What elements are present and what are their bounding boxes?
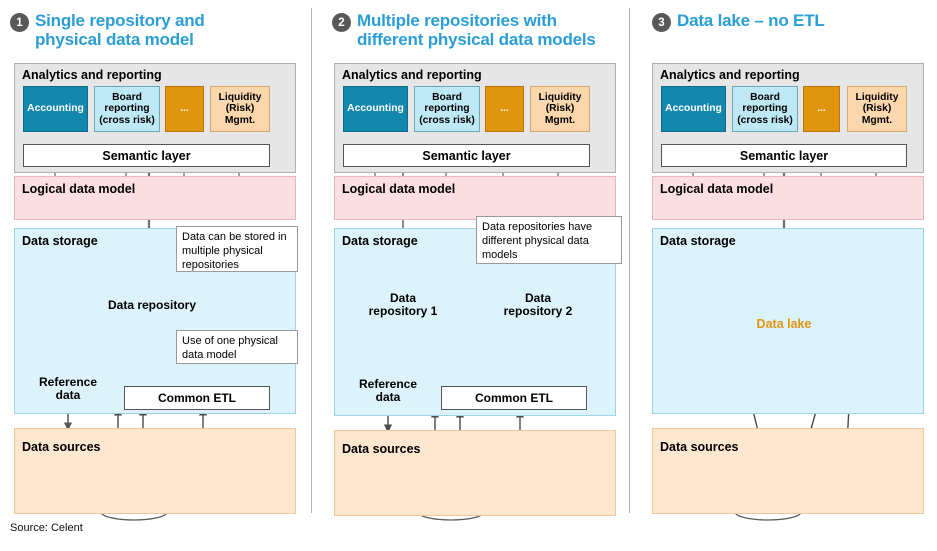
sources-title-3: Data sources bbox=[660, 440, 739, 454]
box-accounting-3[interactable]: Accounting bbox=[661, 86, 726, 132]
box-board-reporting-2[interactable]: Board reporting (cross risk) bbox=[414, 86, 480, 132]
panel-1-badge: 1 bbox=[10, 13, 29, 32]
storage-band-3 bbox=[652, 228, 924, 414]
storage-title-3: Data storage bbox=[660, 234, 736, 248]
common-etl-1[interactable]: Common ETL bbox=[124, 386, 270, 410]
box-accounting-2[interactable]: Accounting bbox=[343, 86, 408, 132]
analytics-title-2: Analytics and reporting bbox=[342, 68, 482, 82]
callout-different-physical-models: Data repositories have different physica… bbox=[476, 216, 622, 264]
logical-band-3 bbox=[652, 176, 924, 220]
logical-band-1 bbox=[14, 176, 296, 220]
storage-title-2: Data storage bbox=[342, 234, 418, 248]
box-other-1[interactable]: ... bbox=[165, 86, 204, 132]
logical-title-2: Logical data model bbox=[342, 182, 456, 196]
box-liquidity-risk-mgmt-3[interactable]: Liquidity (Risk) Mgmt. bbox=[847, 86, 907, 132]
panel-single-repository: 1 Single repository and physical data mo… bbox=[0, 0, 310, 551]
common-etl-2[interactable]: Common ETL bbox=[441, 386, 587, 410]
sources-band-2 bbox=[334, 430, 616, 516]
logical-title-1: Logical data model bbox=[22, 182, 136, 196]
panel-3-heading: 3 Data lake – no ETL bbox=[652, 11, 933, 32]
source-note: Source: Celent bbox=[10, 522, 83, 534]
panel-2-heading: 2 Multiple repositories with different p… bbox=[332, 11, 624, 49]
sources-band-3 bbox=[652, 428, 924, 514]
box-other-2[interactable]: ... bbox=[485, 86, 524, 132]
sources-band-1 bbox=[14, 428, 296, 514]
panel-divider-1 bbox=[311, 8, 312, 513]
semantic-layer-3[interactable]: Semantic layer bbox=[661, 144, 907, 167]
panel-2-badge: 2 bbox=[332, 13, 351, 32]
analytics-title-1: Analytics and reporting bbox=[22, 68, 162, 82]
box-other-3[interactable]: ... bbox=[803, 86, 840, 132]
analytics-title-3: Analytics and reporting bbox=[660, 68, 800, 82]
callout-multiple-repositories: Data can be stored in multiple physical … bbox=[176, 226, 298, 272]
box-liquidity-risk-mgmt-1[interactable]: Liquidity (Risk) Mgmt. bbox=[210, 86, 270, 132]
panel-multiple-repositories: 2 Multiple repositories with different p… bbox=[320, 0, 628, 551]
sources-title-1: Data sources bbox=[22, 440, 101, 454]
panel-divider-2 bbox=[629, 8, 630, 513]
panel-data-lake: 3 Data lake – no ETL bbox=[638, 0, 937, 551]
box-accounting-1[interactable]: Accounting bbox=[23, 86, 88, 132]
logical-title-3: Logical data model bbox=[660, 182, 774, 196]
panel-3-badge: 3 bbox=[652, 13, 671, 32]
semantic-layer-2[interactable]: Semantic layer bbox=[343, 144, 590, 167]
panel-1-heading: 1 Single repository and physical data mo… bbox=[10, 11, 306, 49]
semantic-layer-1[interactable]: Semantic layer bbox=[23, 144, 270, 167]
box-board-reporting-3[interactable]: Board reporting (cross risk) bbox=[732, 86, 798, 132]
callout-one-physical-model: Use of one physical data model bbox=[176, 330, 298, 364]
panel-2-title: Multiple repositories with different phy… bbox=[357, 11, 596, 49]
box-board-reporting-1[interactable]: Board reporting (cross risk) bbox=[94, 86, 160, 132]
storage-title-1: Data storage bbox=[22, 234, 98, 248]
panel-3-title: Data lake – no ETL bbox=[677, 11, 825, 30]
data-lake-label: Data lake bbox=[756, 317, 812, 331]
panel-1-title: Single repository and physical data mode… bbox=[35, 11, 205, 49]
box-liquidity-risk-mgmt-2[interactable]: Liquidity (Risk) Mgmt. bbox=[530, 86, 590, 132]
sources-title-2: Data sources bbox=[342, 442, 421, 456]
logical-band-2 bbox=[334, 176, 616, 220]
